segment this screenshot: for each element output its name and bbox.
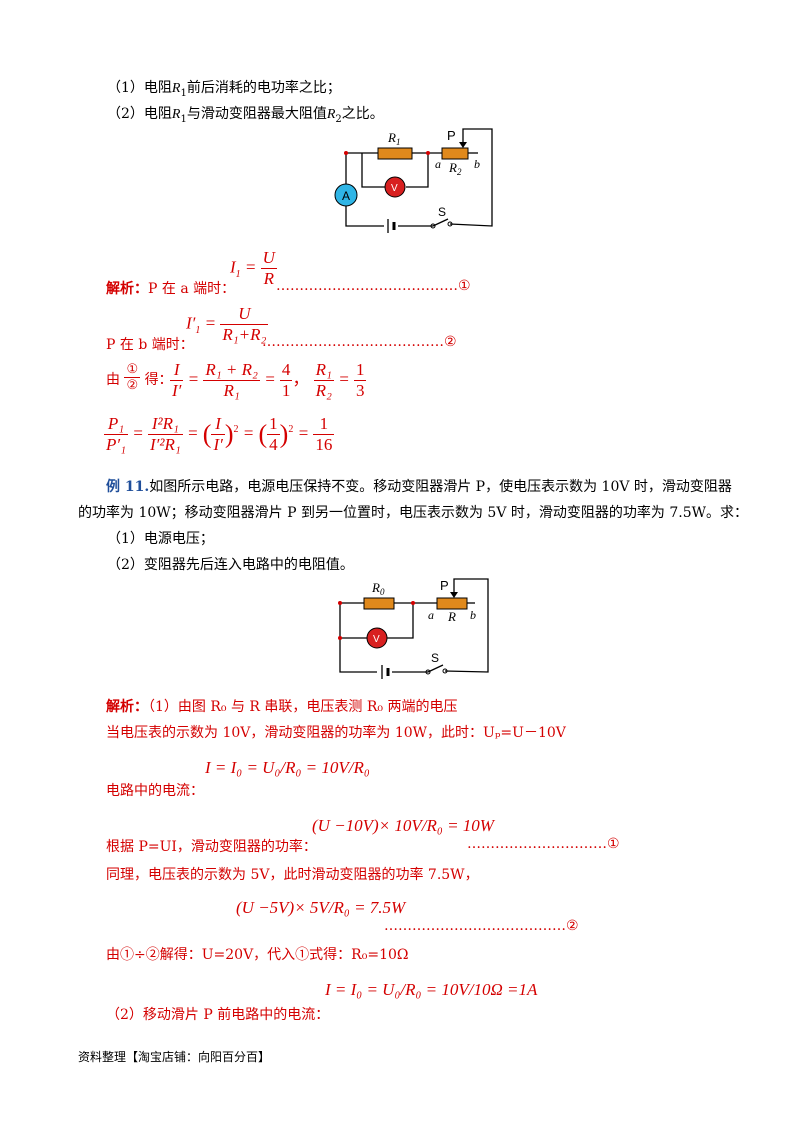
- question-part-2: （2）电阻R1与滑动变阻器最大阻值R2之比。: [107, 106, 384, 125]
- label-r2: R2: [448, 160, 462, 177]
- eq-power-2: (U −5V)× 5V/R₀ = 7.5W: [236, 898, 406, 917]
- sol2-l1: 解析：（1）由图 R₀ 与 R 串联，电压表测 R₀ 两端的电压: [106, 699, 458, 715]
- eq-current: I = I₀ = U₀/R₀ = 10V/R₀: [205, 758, 370, 777]
- sol2-l5: 同理，电压表的示数为 5V，此时滑动变阻器的功率 7.5W，: [106, 867, 479, 883]
- label-r1: R1: [387, 130, 400, 147]
- label-a: a: [435, 157, 441, 171]
- sol2-l6: 由①÷②解得：U=20V，代入①式得：R₀=10Ω: [106, 947, 409, 963]
- sol2-l7: （2）移动滑片 P 前电路中的电流：: [106, 1007, 330, 1023]
- svg-text:P: P: [440, 578, 449, 593]
- sol2-dots5: …………………………………②: [384, 918, 579, 934]
- question-part-1: （1）电阻R1前后消耗的电功率之比；: [107, 80, 341, 99]
- svg-text:V: V: [373, 634, 380, 645]
- voltmeter-2: [366, 627, 388, 649]
- svg-text:b: b: [470, 608, 476, 622]
- rheostat-r2: [441, 147, 469, 160]
- ammeter: [334, 183, 358, 207]
- ex11-text2: 的功率为 10W；移动变阻器滑片 P 到另一位置时，电压表示数为 5V 时，滑动…: [78, 505, 748, 521]
- rheostat-r: [436, 597, 468, 610]
- eq-power-1: (U −10V)× 10V/R₀ = 10W: [312, 816, 494, 835]
- sol1-dots1: …………………………………①: [276, 278, 471, 294]
- ex11-q1: （1）电源电压；: [107, 531, 214, 547]
- label-s: S: [438, 205, 446, 219]
- sol2-dots4: …………………………①: [467, 836, 620, 852]
- svg-text:R: R: [447, 609, 456, 624]
- circuit-diagram-2: R0 P a R b V S: [338, 578, 489, 679]
- resistor-r1: [377, 147, 413, 160]
- eq-current-final: I = I₀ = U₀/R₀ = 10V/10Ω =1A: [325, 980, 538, 999]
- resistor-r0: [363, 597, 395, 610]
- sol2-l3: 电路中的电流：: [106, 783, 204, 799]
- ex11-text1: 例 11.如图所示电路，电源电压保持不变。移动变阻器滑片 P，使电压表示数为 1…: [106, 479, 732, 495]
- svg-text:a: a: [428, 608, 434, 622]
- sol1-line1: 解析：P 在 a 端时：: [106, 281, 236, 297]
- svg-text:A: A: [342, 189, 350, 203]
- label-r0: R0: [371, 580, 385, 597]
- svg-text:V: V: [391, 183, 398, 194]
- ex11-q2: （2）变阻器先后连入电路中的电阻值。: [107, 557, 354, 573]
- sol2-l4: 根据 P=UI，滑动变阻器的功率：: [106, 839, 317, 855]
- voltmeter: [384, 176, 406, 198]
- svg-text:S: S: [431, 651, 439, 665]
- footer: 资料整理【淘宝店铺：向阳百分百】: [78, 1050, 271, 1064]
- sol1-dots2: …………………………………②: [262, 334, 457, 350]
- sol1-line2: P 在 b 端时：: [106, 337, 194, 353]
- sol2-l2: 当电压表的示数为 10V，滑动变阻器的功率为 10W，此时：Uₚ=U－10V: [106, 725, 566, 741]
- circuit-diagram-1: R1 P a b R2 A V S: [334, 128, 493, 233]
- label-p: P: [447, 128, 456, 143]
- label-b: b: [474, 157, 480, 171]
